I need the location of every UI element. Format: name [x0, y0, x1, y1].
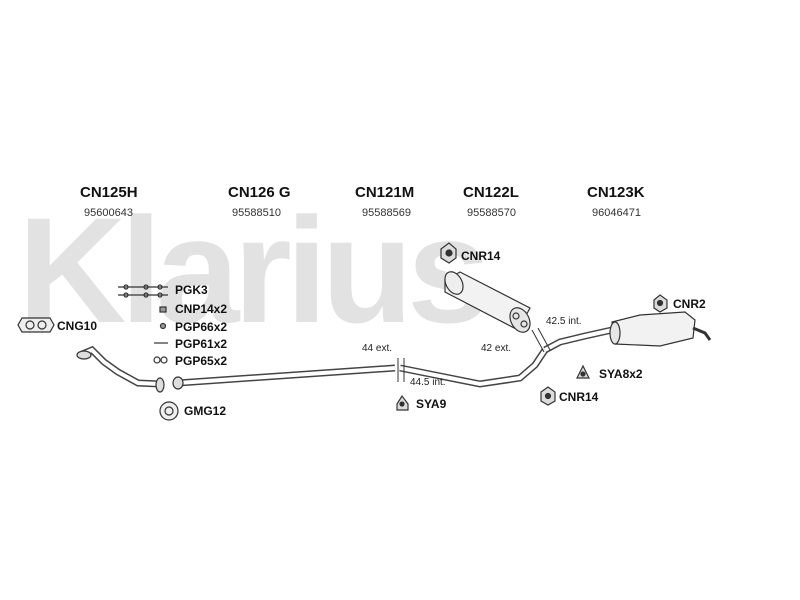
middle-silencer-icon — [444, 271, 531, 333]
rubber-mount-icon — [440, 242, 457, 264]
rubber-hanger-icon — [653, 294, 668, 313]
gasket-icon — [17, 317, 55, 333]
washer-icon — [153, 356, 168, 364]
intermediate-pipe-icon — [172, 364, 396, 390]
center-pipe-icon — [399, 348, 548, 388]
part-code-cn122l: CN122L — [463, 184, 519, 201]
part-code-cn125h: CN125H — [80, 184, 138, 201]
part-number-cn122l: 95588570 — [467, 207, 516, 219]
part-number-cn126g: 95588510 — [232, 207, 281, 219]
part-code-cn126g: CN126 G — [228, 184, 291, 201]
rear-silencer-icon — [543, 311, 712, 354]
gasket-ring-icon — [159, 401, 179, 421]
label-cnr2: CNR2 — [673, 297, 706, 311]
label-cnp14x2: CNP14x2 — [175, 302, 228, 316]
part-number-cn123k: 96046471 — [592, 207, 641, 219]
label-pgp66x2: PGP66x2 — [175, 320, 228, 334]
clamp-icon — [159, 306, 167, 313]
dim-44-5-int: 44.5 int. — [410, 377, 446, 388]
label-cnr14-top: CNR14 — [461, 249, 501, 263]
dimension-marker-icon — [397, 327, 551, 382]
label-cnr14-bottom: CNR14 — [559, 390, 599, 404]
label-pgp61x2: PGP61x2 — [175, 337, 228, 351]
front-pipe-icon — [76, 345, 165, 393]
label-pgk3: PGK3 — [175, 283, 208, 297]
dim-44-ext: 44 ext. — [362, 343, 393, 354]
part-number-cn125h: 95600643 — [84, 207, 133, 219]
bolt-kit-icon — [118, 284, 168, 298]
label-gmg12: GMG12 — [184, 404, 227, 418]
mounting-bracket-icon — [396, 394, 409, 411]
label-pgp65x2: PGP65x2 — [175, 354, 228, 368]
label-cng10: CNG10 — [57, 319, 98, 333]
nut-icon — [159, 322, 167, 330]
dim-42-5-int: 42.5 int. — [546, 316, 582, 327]
part-number-cn121m: 95588569 — [362, 207, 411, 219]
rubber-mount-icon — [540, 386, 556, 406]
dim-42-ext: 42 ext. — [481, 343, 512, 354]
part-code-cn123k: CN123K — [587, 184, 645, 201]
hanger-bracket-icon — [576, 364, 590, 379]
part-code-cn121m: CN121M — [355, 184, 415, 201]
label-sya8x2: SYA8x2 — [599, 367, 643, 381]
label-sya9: SYA9 — [416, 397, 447, 411]
